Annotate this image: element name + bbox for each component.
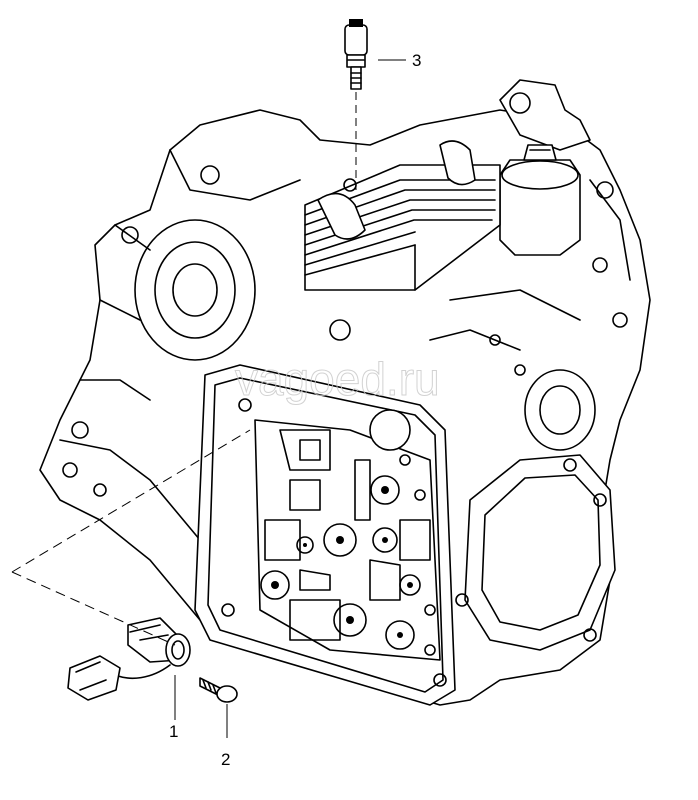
callout-number-3: 3 [412,51,421,70]
callout-number-2: 2 [221,750,230,769]
watermark-text: vagoed.ru [235,353,440,405]
valve-body [194,364,456,706]
part-1-sensor-harness [67,617,191,720]
callout-number-1: 1 [169,722,178,741]
assembly-dashed-lines [11,429,251,646]
oil-cooler [304,140,501,341]
part-3-sensor [344,19,368,190]
part-2-bolt [199,677,238,738]
